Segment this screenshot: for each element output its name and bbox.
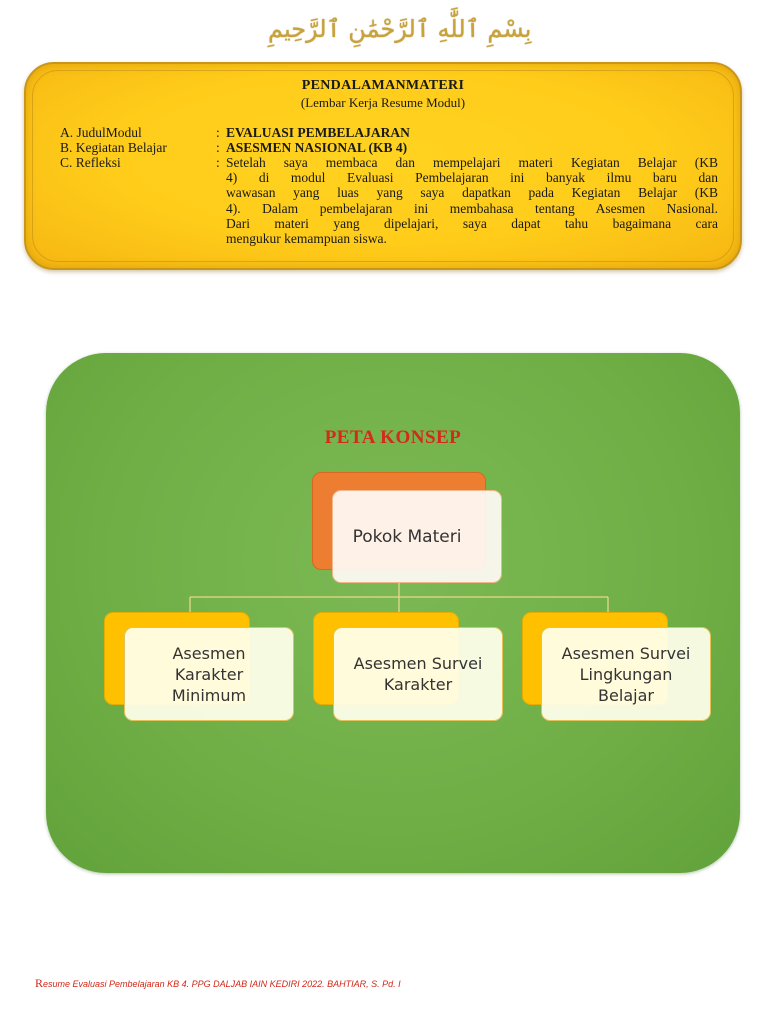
resume-title: PENDALAMANMATERI	[301, 78, 465, 93]
child-node-line: Karakter	[383, 675, 453, 694]
reflection-line: 4) di modul Evaluasi Pembelajaran ini ba…	[226, 170, 718, 186]
footer-text: esume Evaluasi Pembelajaran KB 4. PPG DA…	[43, 979, 401, 989]
row-colon: :	[216, 140, 220, 155]
child-node-line: Belajar	[598, 685, 654, 705]
row-value: EVALUASI PEMBELAJARAN	[226, 125, 410, 140]
child-node-line: Asesmen Survei	[353, 654, 483, 673]
row-colon: :	[216, 125, 220, 140]
child-node-asesmen-survei-karakter: Asesmen Survei Karakter	[333, 627, 503, 721]
child-node-line: Lingkungan	[579, 664, 673, 684]
child-node-line: Asesmen Survei	[561, 643, 691, 663]
row-label: A. JudulModul	[60, 125, 142, 140]
reflection-line: mengukur kemampuan siswa.	[226, 231, 387, 247]
basmala-calligraphy: بِسْمِ ٱللَّٰهِ ٱلرَّحْمَٰنِ ٱلرَّحِيمِ	[268, 12, 531, 46]
child-node-asesmen-survei-lingkungan-belajar: Asesmen Survei Lingkungan Belajar	[541, 627, 711, 721]
footer-initial: R	[35, 976, 44, 990]
reflection-line: Setelah saya membaca dan mempelajari mat…	[226, 155, 718, 170]
basmala-text: بِسْمِ ٱللَّٰهِ ٱلرَّحْمَٰنِ ٱلرَّحِيمِ	[268, 15, 532, 43]
root-node: Pokok Materi	[332, 490, 502, 583]
reflection-line: Dari materi yang dipelajari, saya dapat …	[226, 215, 718, 231]
reflection-text: Setelah saya membaca dan mempelajari mat…	[226, 155, 718, 246]
child-node-line: Asesmen	[172, 643, 246, 663]
row-label: B. Kegiatan Belajar	[60, 140, 167, 155]
child-node-asesmen-karakter-minimum: Asesmen Karakter Minimum	[124, 627, 294, 721]
root-node-label: Pokok Materi	[352, 526, 462, 547]
row-colon: :	[216, 155, 220, 170]
concept-map-title: PETA KONSEP	[324, 427, 462, 448]
reflection-line: 4). Dalam pembelajaran ini membahasa ten…	[226, 200, 718, 216]
row-value: ASESMEN NASIONAL (KB 4)	[226, 140, 408, 155]
resume-box-inner-border	[32, 70, 734, 262]
row-label: C. Refleksi	[60, 155, 121, 170]
reflection-line: wawasan yang luas yang saya dapatkan pad…	[226, 185, 718, 201]
resume-subtitle: (Lembar Kerja Resume Modul)	[300, 95, 466, 110]
child-node-line: Minimum	[171, 685, 247, 705]
child-node-line: Karakter	[174, 664, 244, 684]
page-footer: Resume Evaluasi Pembelajaran KB 4. PPG D…	[35, 976, 401, 991]
resume-box: PENDALAMANMATERI (Lembar Kerja Resume Mo…	[24, 62, 742, 270]
